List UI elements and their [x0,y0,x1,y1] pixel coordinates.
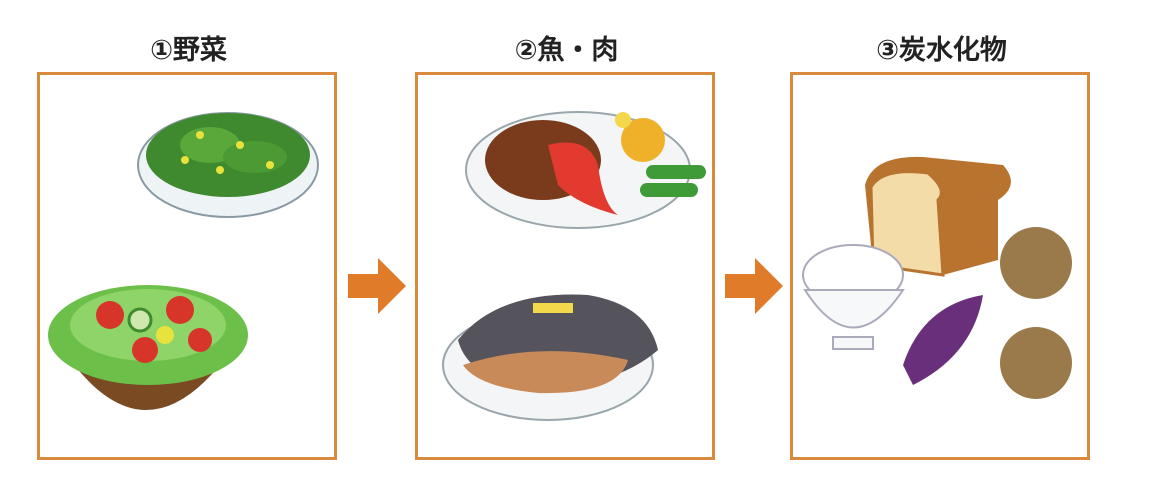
carbohydrates-illustration [802,156,1072,399]
carbohydrates-box [790,72,1090,460]
salad-bowl-icon [48,285,248,410]
rice-bowl-icon [802,244,905,350]
arrow-right-icon [348,258,406,314]
step-1-title: ①野菜 [150,35,227,66]
vegetables-box [37,72,337,460]
hamburg-steak-icon [465,111,706,229]
vegetables-illustration [48,112,319,410]
greens-bowl-icon [137,112,319,218]
sweet-potato-icon [903,295,983,385]
grilled-fish-icon [442,294,658,421]
arrow-right-icon [725,258,783,314]
step-3-title: ③炭水化物 [876,35,1007,66]
bread-loaf-icon [865,156,1011,277]
fish-meat-illustration [442,111,706,421]
taro-icon [1000,227,1072,399]
step-2-title: ②魚・肉 [514,35,619,66]
fish-meat-box [415,72,715,460]
